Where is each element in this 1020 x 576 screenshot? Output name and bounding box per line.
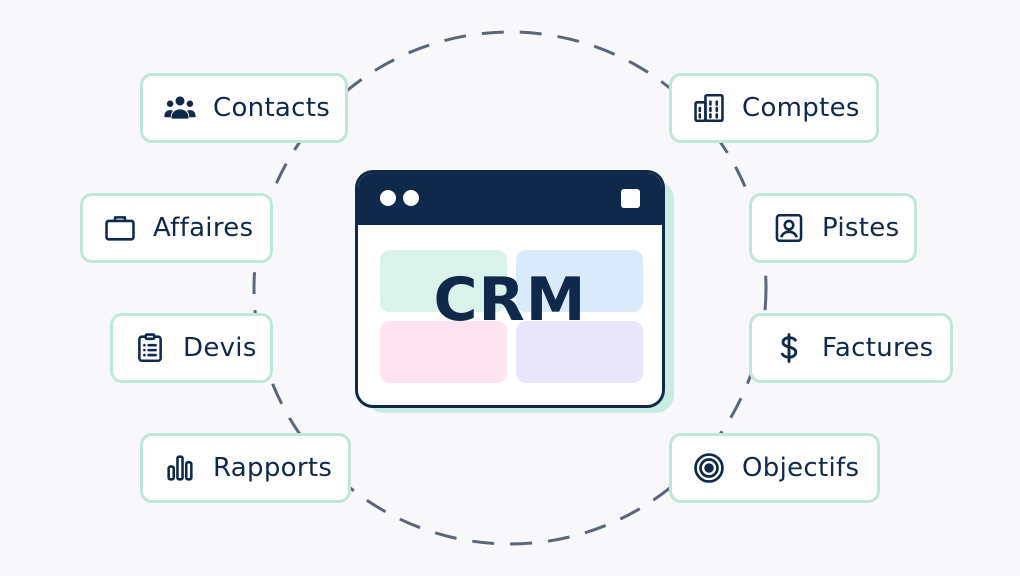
node-pistes[interactable]: Pistes	[749, 193, 917, 263]
node-label: Devis	[183, 333, 257, 363]
briefcase-icon	[101, 209, 139, 247]
crm-title: CRM	[433, 265, 587, 335]
node-label: Factures	[822, 333, 934, 363]
crm-window: CRM	[355, 170, 665, 408]
dashboard-tile	[516, 250, 643, 312]
target-icon	[690, 449, 728, 487]
node-rapports[interactable]: Rapports	[140, 433, 351, 503]
building-icon	[690, 89, 728, 127]
bar-chart-icon	[161, 449, 199, 487]
dashboard-tile	[380, 321, 507, 383]
node-label: Affaires	[153, 213, 254, 243]
node-affaires[interactable]: Affaires	[80, 193, 273, 263]
window-square	[621, 189, 640, 208]
window-dot	[380, 190, 396, 206]
window-titlebar	[358, 173, 662, 225]
dashboard-tile	[380, 250, 507, 312]
users-icon	[161, 89, 199, 127]
dashboard-tile	[516, 321, 643, 383]
contact-card-icon	[770, 209, 808, 247]
dollar-icon	[770, 329, 808, 367]
node-label: Rapports	[213, 453, 333, 483]
node-factures[interactable]: Factures	[749, 313, 953, 383]
node-devis[interactable]: Devis	[110, 313, 273, 383]
node-label: Pistes	[822, 213, 900, 243]
node-comptes[interactable]: Comptes	[669, 73, 879, 143]
clipboard-icon	[131, 329, 169, 367]
node-label: Contacts	[213, 93, 331, 123]
node-contacts[interactable]: Contacts	[140, 73, 348, 143]
node-label: Comptes	[742, 93, 860, 123]
node-label: Objectifs	[742, 453, 860, 483]
node-objectifs[interactable]: Objectifs	[669, 433, 880, 503]
window-dot	[403, 190, 419, 206]
